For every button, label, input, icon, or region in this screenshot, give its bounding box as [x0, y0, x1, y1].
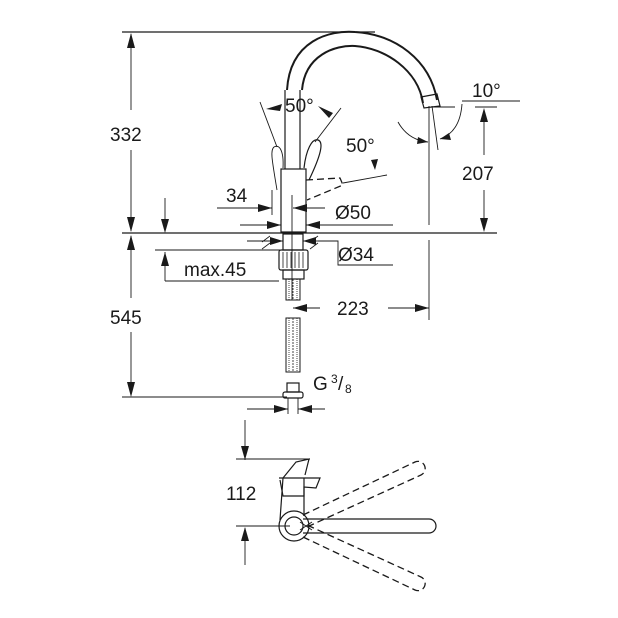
- label-thread-g: G: [313, 374, 328, 395]
- faucet-top-view: 112: [226, 420, 437, 592]
- aerator: [420, 93, 441, 109]
- arrowhead: [127, 235, 135, 250]
- top-body-sides: [279, 477, 305, 521]
- spout-tilt-line: [431, 105, 439, 151]
- arrowhead: [417, 137, 428, 144]
- arrowhead: [306, 221, 320, 229]
- arrowhead: [270, 237, 283, 245]
- supply-hose-upper: [285, 278, 301, 301]
- label-thread-num: 3: [331, 372, 338, 386]
- top-body-spout-stub: [282, 458, 310, 479]
- label-thread-den: 8: [345, 382, 352, 396]
- arrowhead: [258, 204, 272, 212]
- arrowhead: [293, 204, 307, 212]
- angle-ref-line: [259, 101, 278, 148]
- lever-upright: [303, 139, 322, 181]
- angle-ref-line: [314, 107, 342, 143]
- arrowhead: [127, 382, 135, 397]
- arrowhead: [371, 159, 378, 170]
- nut-ridges: [282, 252, 304, 268]
- arrowhead: [161, 252, 169, 266]
- label-thread-slash: /: [338, 374, 344, 395]
- lever-ghost-down: [305, 177, 344, 201]
- arrowhead: [415, 304, 429, 312]
- label-spout-outlet-height: 207: [462, 164, 494, 185]
- top-body-head: [279, 477, 321, 497]
- label-mounting-hole-diameter: Ø34: [338, 245, 374, 266]
- lever-ghost-left: [271, 145, 284, 191]
- arrowhead: [267, 221, 281, 229]
- angle-ref-line: [342, 174, 388, 184]
- label-body-diameter: Ø50: [335, 203, 371, 224]
- arrowhead: [303, 237, 316, 245]
- shank: [282, 233, 304, 251]
- d34-leader: [318, 240, 393, 266]
- arrowhead: [480, 108, 488, 122]
- top-lever: [303, 518, 437, 534]
- arrowhead: [266, 104, 282, 111]
- top-lever-ghost-up: [302, 460, 426, 528]
- label-below-deck-length: 545: [110, 308, 142, 329]
- nut-base: [282, 269, 305, 280]
- label-lever-height-top: 112: [226, 484, 256, 505]
- arrowhead: [480, 218, 488, 232]
- label-spout-tilt: 10°: [472, 81, 501, 102]
- spout-arc-outer: [286, 30, 438, 101]
- arrowhead: [127, 217, 135, 232]
- faucet-side-view: 10° 207 50° 50° 34: [110, 30, 520, 414]
- label-lever-tilt-up: 50°: [285, 96, 314, 117]
- hose-fitting-base: [282, 391, 304, 399]
- arrowhead: [293, 304, 307, 312]
- label-spout-reach: 223: [337, 299, 369, 320]
- arrowhead: [318, 106, 333, 118]
- label-body-width: 34: [226, 186, 248, 207]
- arrowhead: [241, 446, 249, 460]
- arrowhead: [298, 405, 312, 413]
- hose-fitting: [286, 382, 300, 393]
- pivot-mark: [299, 521, 313, 531]
- top-lever-ghost-down: [302, 524, 426, 592]
- arrowhead: [274, 405, 288, 413]
- spout-arc-inner: [301, 44, 424, 104]
- faucet-body: [280, 168, 307, 233]
- supply-hose-lower: [285, 317, 301, 373]
- tilt-arc-right: [439, 103, 463, 140]
- tilt-arc-left: [397, 121, 429, 143]
- label-lever-swing: 50°: [346, 136, 375, 157]
- rotation-hub-inner: [284, 516, 304, 536]
- arrowhead: [440, 133, 451, 140]
- label-max-deck-thickness: max.45: [184, 260, 246, 281]
- arrowhead: [241, 527, 249, 541]
- label-total-height: 332: [110, 125, 142, 146]
- arrowhead: [127, 33, 135, 48]
- arrowhead: [161, 219, 169, 233]
